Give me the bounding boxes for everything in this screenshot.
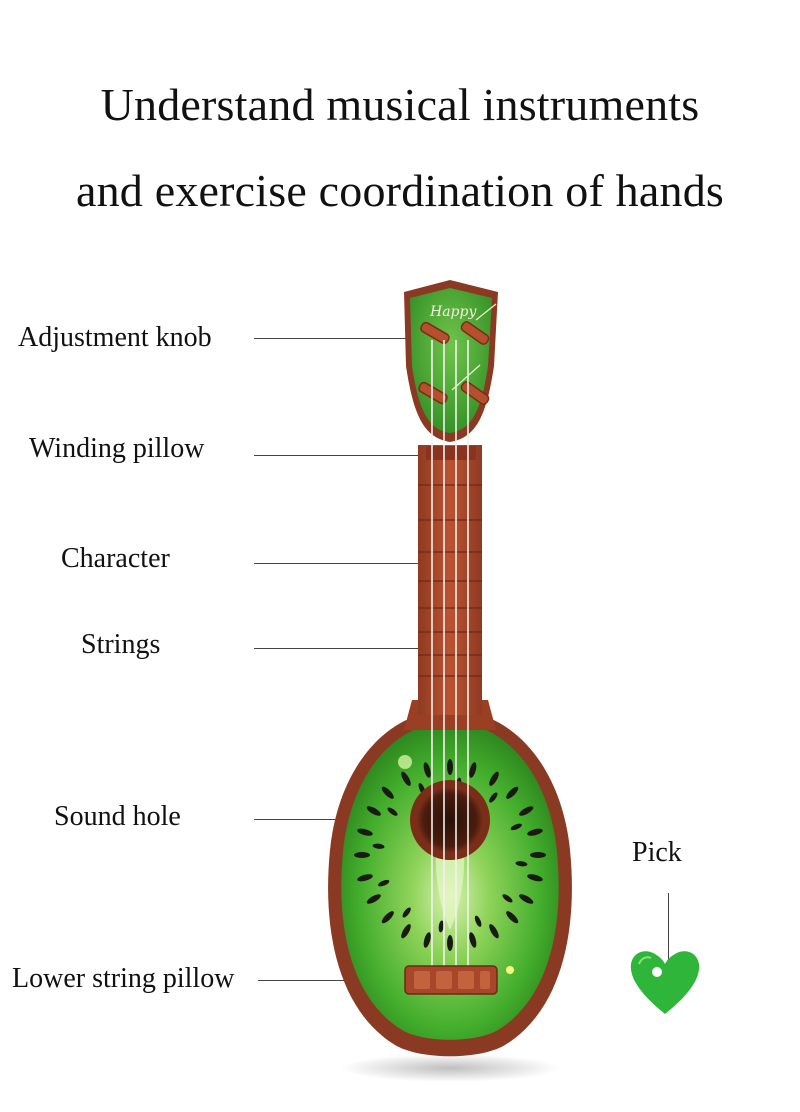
- leader-character: [254, 563, 434, 564]
- leader-lower-string-pillow: [258, 980, 408, 981]
- label-pick: Pick: [632, 837, 682, 868]
- heart-pick: [630, 951, 700, 1014]
- label-strings: Strings: [81, 629, 161, 660]
- leader-adjustment-knob: [254, 338, 430, 339]
- floor-shadow: [340, 1054, 560, 1082]
- headline-line-2: and exercise coordination of hands: [75, 165, 724, 216]
- strings: [431, 340, 469, 970]
- leader-strings: [254, 648, 432, 649]
- pick-shape: [630, 951, 700, 1014]
- headstock-logo: Happy: [429, 304, 477, 320]
- neck: [418, 445, 482, 715]
- headline-line-1: Understand musical instruments: [100, 79, 700, 130]
- label-winding-pillow: Winding pillow: [29, 433, 205, 464]
- kiwi-ukulele-illustration: Happy: [328, 280, 572, 1082]
- label-adjustment-knob: Adjustment knob: [18, 322, 212, 353]
- body-highlight: [398, 755, 412, 769]
- label-character: Character: [61, 543, 170, 574]
- leader-pick: [668, 893, 669, 965]
- label-sound-hole: Sound hole: [54, 801, 181, 832]
- frets: [418, 484, 482, 677]
- nut-winding-pillow: [426, 446, 476, 460]
- leader-winding-pillow: [254, 455, 434, 456]
- label-lower-string-pillow: Lower string pillow: [12, 963, 235, 994]
- pick-hole: [652, 967, 662, 977]
